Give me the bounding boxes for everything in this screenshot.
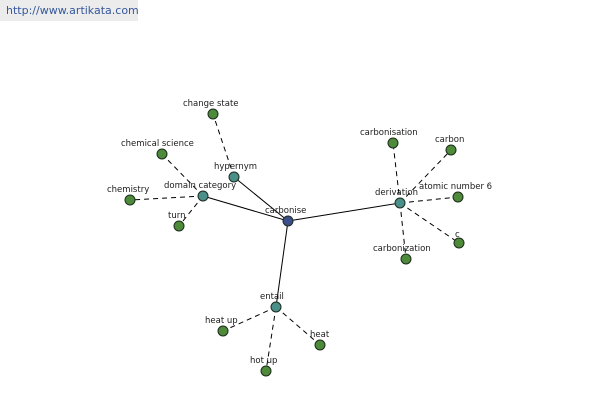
node-carbonise[interactable]: [282, 215, 294, 227]
node-change-state[interactable]: [207, 108, 219, 120]
node-chemical-science[interactable]: [156, 148, 168, 160]
edge-derivation-carbonization: [399, 202, 407, 260]
edge-entail-heat-up: [222, 306, 277, 332]
edge-domain-turn: [178, 195, 204, 227]
node-domain[interactable]: [197, 190, 209, 202]
edge-center-derivation: [287, 202, 401, 222]
node-hot-up[interactable]: [260, 365, 272, 377]
edge-center-domain: [202, 195, 289, 222]
graph-edges: [129, 113, 460, 372]
node-heat[interactable]: [314, 339, 326, 351]
label-chemical-science[interactable]: chemical science: [121, 139, 194, 149]
label-chemistry[interactable]: chemistry: [107, 185, 149, 195]
label-hot-up[interactable]: hot up: [250, 356, 277, 366]
edge-hypernym-change-state: [212, 113, 235, 178]
label-derivation[interactable]: derivation: [375, 188, 418, 198]
edge-entail-heat: [275, 306, 321, 346]
edge-entail-hot-up: [265, 306, 277, 372]
edge-center-entail: [275, 220, 289, 308]
label-change-state[interactable]: change state: [183, 99, 239, 109]
edge-derivation-atomic-number-6: [399, 196, 459, 204]
label-heat-up[interactable]: heat up: [205, 316, 238, 326]
graph-labels: carbonise hypernym domain category derivati…: [107, 99, 492, 366]
node-turn[interactable]: [173, 220, 185, 232]
node-derivation[interactable]: [394, 197, 406, 209]
edge-derivation-carbonisation: [392, 142, 401, 204]
label-atomic-number-6[interactable]: atomic number 6: [419, 182, 492, 192]
label-c[interactable]: c: [455, 230, 460, 240]
edge-derivation-carbon: [399, 149, 452, 204]
node-carbon[interactable]: [445, 144, 457, 156]
label-domain[interactable]: domain category: [164, 181, 236, 191]
label-carbonisation[interactable]: carbonisation: [360, 128, 418, 138]
edge-center-hypernym: [233, 176, 289, 222]
node-c[interactable]: [453, 237, 465, 249]
label-carbon[interactable]: carbon: [435, 135, 464, 145]
edge-derivation-c: [399, 202, 460, 244]
label-heat[interactable]: heat: [310, 330, 330, 340]
site-url-link[interactable]: http://www.artikata.com: [6, 4, 139, 17]
label-carbonise[interactable]: carbonise: [265, 206, 306, 216]
node-carbonisation[interactable]: [387, 137, 399, 149]
node-entail[interactable]: [270, 301, 282, 313]
node-heat-up[interactable]: [217, 325, 229, 337]
url-bar: http://www.artikata.com: [0, 0, 139, 21]
edge-domain-chemistry: [129, 195, 204, 201]
label-entail[interactable]: entail: [260, 292, 284, 302]
node-hypernym[interactable]: [228, 171, 240, 183]
label-carbonization[interactable]: carbonization: [373, 244, 431, 254]
graph-nodes: [124, 108, 465, 377]
label-turn[interactable]: turn: [168, 211, 185, 221]
node-chemistry[interactable]: [124, 194, 136, 206]
label-hypernym[interactable]: hypernym: [214, 162, 257, 172]
node-atomic-number-6[interactable]: [452, 191, 464, 203]
node-carbonization[interactable]: [400, 253, 412, 265]
edge-domain-chemical-science: [161, 153, 204, 197]
